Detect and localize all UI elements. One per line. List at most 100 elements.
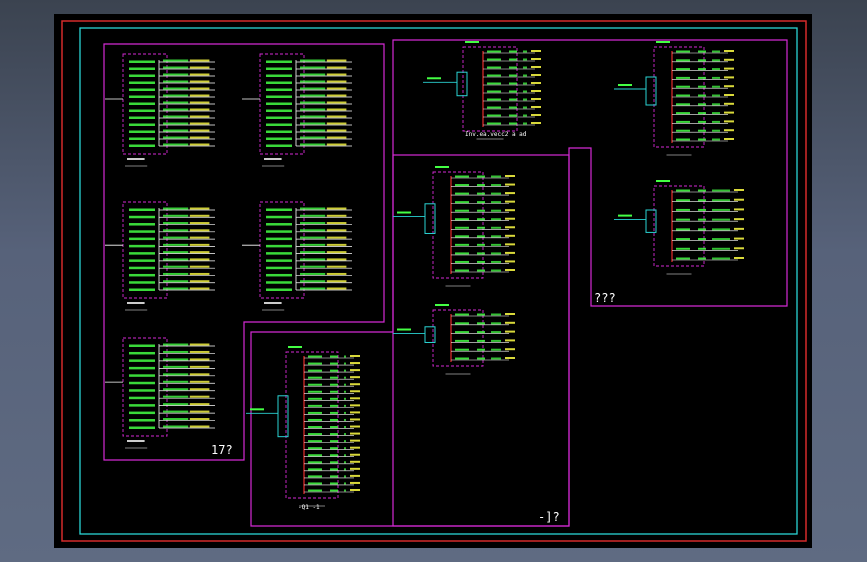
row-code-label: [698, 138, 706, 141]
row-label-mark: [129, 419, 155, 422]
row-wire-label: [163, 272, 189, 275]
panel-id-label: [656, 180, 670, 182]
main-breaker: [645, 209, 657, 233]
row-wire-label: [163, 258, 189, 261]
row-device-label: [455, 209, 469, 212]
row-note: [505, 260, 515, 263]
row-label-mark: [129, 123, 155, 126]
row-code-label: [698, 85, 706, 88]
row-code-label: [509, 50, 517, 53]
row-wire-note: [326, 59, 347, 62]
row-note: [505, 183, 515, 186]
row-code-label: [330, 362, 338, 365]
row-note: [724, 58, 734, 61]
row-wire-note: [326, 258, 347, 261]
row-cable-label: [344, 433, 346, 436]
row-wire-label: [163, 115, 189, 118]
row-device-label: [308, 468, 322, 471]
row-wire-label: [163, 108, 189, 111]
row-wire-note: [189, 87, 210, 90]
row-code-label: [698, 120, 706, 123]
row-device-label: [455, 235, 469, 238]
row-device-label: [487, 50, 501, 53]
row-label-mark: [129, 266, 155, 270]
row-device-label: [676, 120, 690, 123]
row-code-label: [509, 66, 517, 69]
feed-label: [397, 211, 411, 214]
row-cable-label: [712, 112, 720, 115]
row-wire-label: [163, 143, 189, 146]
row-code-label: [330, 447, 338, 450]
row-cable-label: [344, 362, 346, 365]
row-wire-note: [189, 136, 210, 139]
main-breaker: [424, 326, 436, 343]
row-wire-note: [189, 115, 210, 118]
row-code-label: [477, 184, 485, 187]
row-wire-label: [163, 122, 189, 125]
row-wire-note: [189, 229, 210, 232]
row-device-label: [676, 59, 690, 62]
row-code-label: [330, 433, 338, 436]
row-wire-label: [300, 222, 326, 225]
row-device-label: [308, 482, 322, 485]
row-label-mark: [129, 230, 155, 233]
row-cable-label: [712, 257, 730, 260]
row-label-mark: [129, 237, 155, 241]
row-code-label: [330, 454, 338, 457]
row-wire-label: [163, 87, 189, 90]
row-cable-label: [491, 339, 501, 342]
panel-dashed-box: [653, 185, 705, 267]
row-wire-label: [163, 101, 189, 104]
row-wire-note: [326, 129, 347, 132]
row-label-mark: [266, 281, 292, 284]
row-note: [350, 489, 360, 491]
row-label-mark: [129, 288, 155, 291]
row-cable-label: [344, 404, 346, 407]
row-code-label: [330, 468, 338, 471]
row-code-label: [330, 426, 338, 429]
row-code-label: [698, 59, 706, 62]
row-code-label: [477, 192, 485, 195]
row-device-label: [676, 238, 690, 241]
row-device-label: [308, 411, 322, 414]
row-note: [724, 94, 734, 96]
row-wire-label: [300, 143, 326, 146]
row-device-label: [676, 85, 690, 88]
row-code-label: [698, 257, 706, 260]
row-label-mark: [129, 389, 155, 392]
row-note: [350, 376, 360, 379]
row-label-mark: [129, 95, 155, 98]
row-device-label: [487, 114, 501, 117]
row-label-mark: [129, 137, 155, 140]
left-region: [103, 43, 385, 461]
row-wire-label: [300, 272, 326, 275]
row-label-mark: [129, 259, 155, 262]
row-label-mark: [266, 130, 292, 133]
row-cable-label: [344, 468, 346, 471]
row-wire-label: [163, 410, 189, 413]
row-wire-note: [326, 243, 347, 246]
row-device-label: [308, 383, 322, 386]
row-cable-label: [523, 106, 527, 109]
row-note: [734, 247, 744, 250]
row-note: [350, 446, 360, 449]
row-wire-label: [300, 59, 326, 62]
row-wire-note: [189, 280, 210, 283]
row-wire-label: [163, 380, 189, 383]
row-note: [531, 122, 541, 124]
row-wire-note: [189, 243, 210, 246]
row-wire-note: [326, 265, 347, 268]
row-device-label: [455, 348, 469, 351]
row-wire-note: [326, 222, 347, 225]
row-device-label: [676, 189, 690, 192]
row-note: [531, 98, 541, 100]
row-label-mark: [129, 252, 155, 255]
row-code-label: [330, 397, 338, 400]
row-wire-note: [326, 207, 347, 210]
panel-id-label: [656, 41, 670, 43]
row-wire-label: [163, 265, 189, 268]
row-wire-note: [326, 280, 347, 283]
row-wire-note: [189, 236, 210, 239]
row-device-label: [308, 433, 322, 436]
